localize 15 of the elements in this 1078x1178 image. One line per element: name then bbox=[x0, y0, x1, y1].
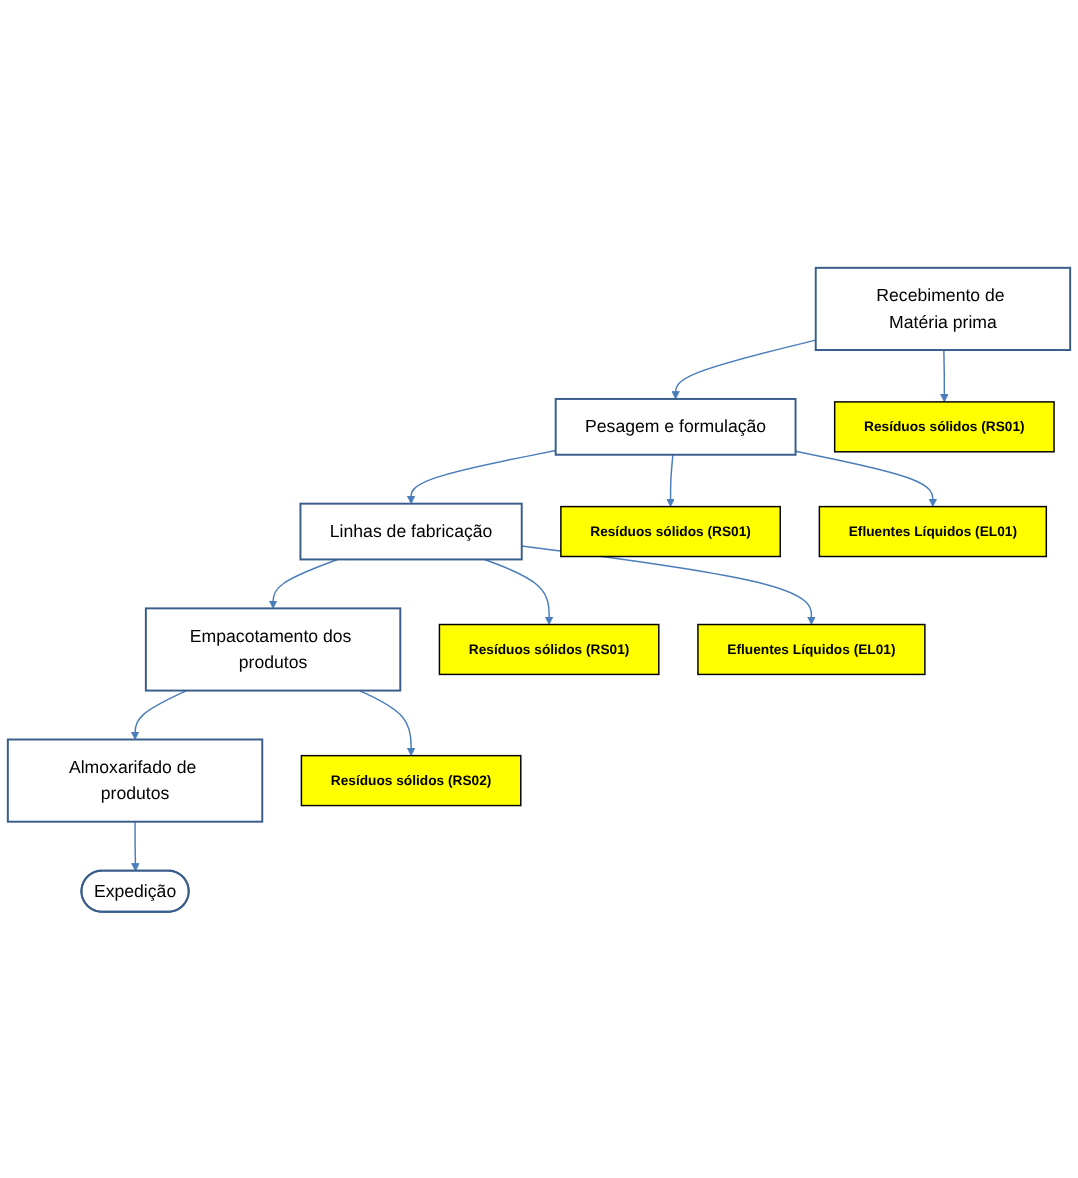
arrow bbox=[666, 453, 675, 507]
arrow bbox=[483, 557, 554, 625]
arrow bbox=[671, 338, 817, 399]
arrow bbox=[406, 449, 557, 504]
arrow bbox=[268, 557, 339, 608]
node-box: Pesagem e formulação bbox=[554, 397, 797, 455]
node-box: Recebimento de Matéria prima bbox=[814, 266, 1072, 351]
arrow bbox=[358, 689, 416, 756]
arrow bbox=[131, 820, 140, 871]
node-box: Linhas de fabricação bbox=[299, 501, 523, 560]
node-box: Almoxarifado de produtos bbox=[6, 737, 264, 822]
arrow bbox=[130, 689, 188, 740]
node-box: Empacotamento dos produtos bbox=[144, 606, 402, 691]
arrow bbox=[940, 348, 949, 402]
arrow bbox=[794, 449, 938, 507]
